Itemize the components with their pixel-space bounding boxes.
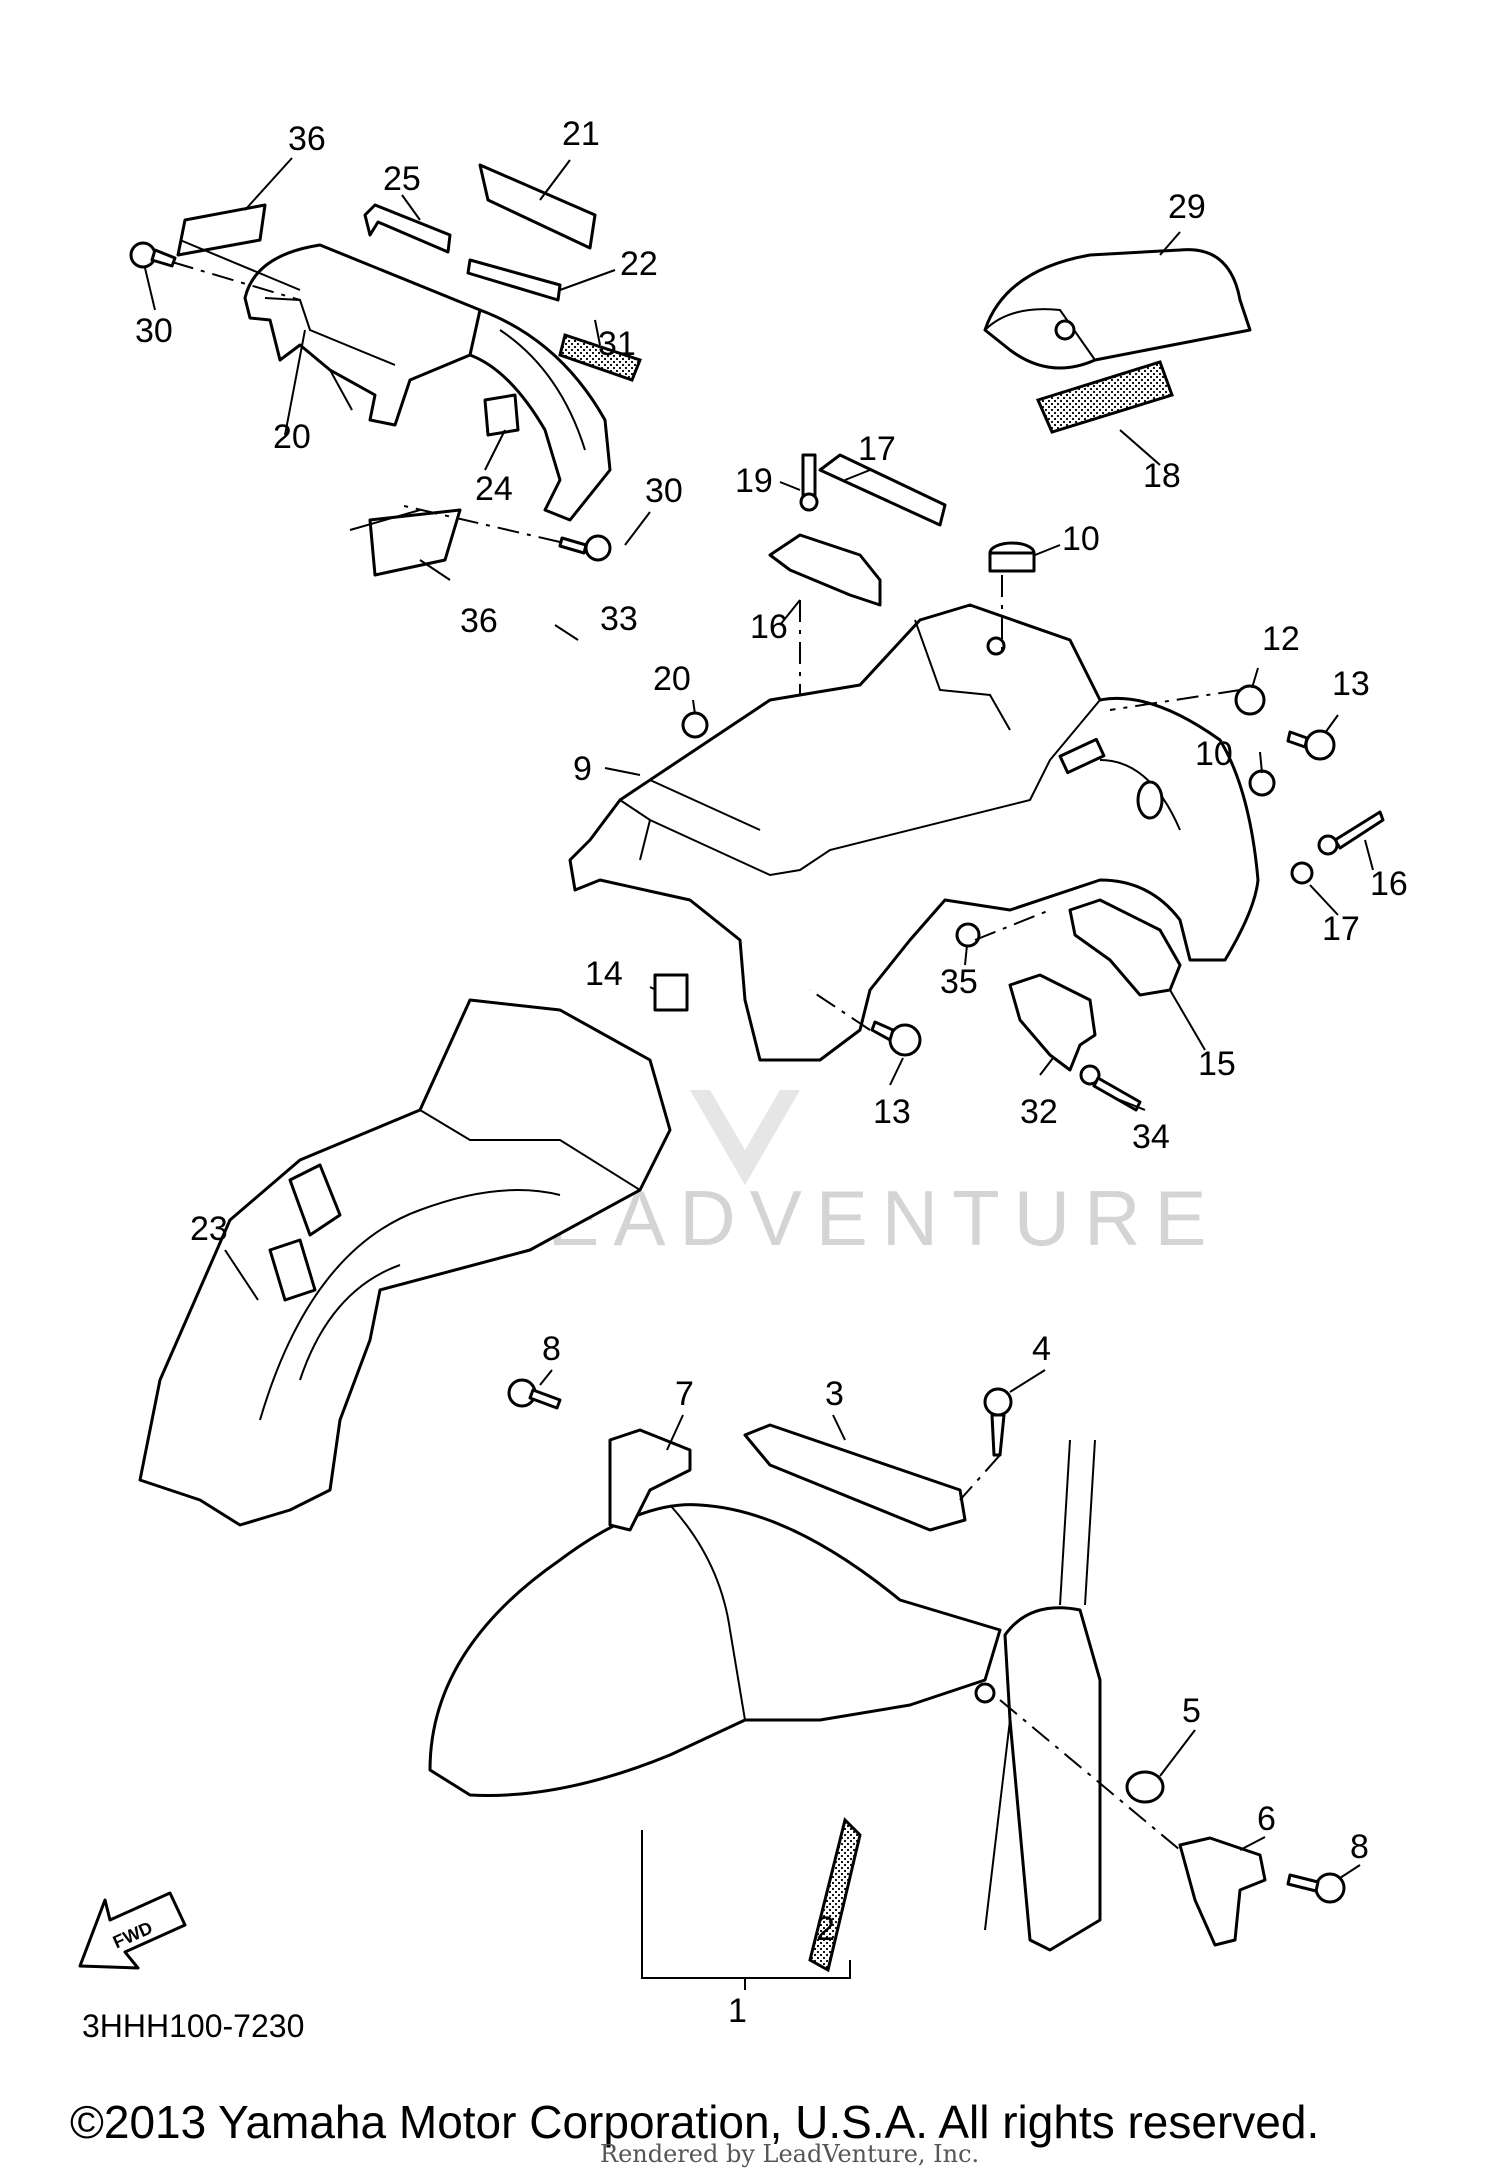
diagram-code: 3HHH100-7230 bbox=[82, 2008, 305, 2044]
label-32: 32 bbox=[1020, 1093, 1058, 1131]
reflector-2 bbox=[808, 1817, 862, 1973]
bolt-4 bbox=[983, 1387, 1013, 1457]
screw-19 bbox=[799, 453, 819, 512]
label-16: 16 bbox=[1370, 865, 1408, 903]
label-17: 17 bbox=[1322, 910, 1360, 948]
label-7: 7 bbox=[675, 1375, 694, 1413]
nut-14 bbox=[653, 973, 689, 1012]
grommet-11 bbox=[988, 541, 1036, 573]
label-26: 22 bbox=[620, 245, 658, 283]
label-36a: 36 bbox=[288, 120, 326, 158]
label-15: 15 bbox=[1198, 1045, 1236, 1083]
part-labels: 36 25 21 22 31 30 20 24 30 36 29 18 19 1… bbox=[135, 115, 1408, 2030]
label-20: 20 bbox=[653, 660, 691, 698]
bolt-8-left bbox=[507, 1378, 562, 1410]
label-35: 35 bbox=[940, 963, 978, 1001]
label-12: 12 bbox=[1262, 620, 1300, 658]
label-5: 5 bbox=[1182, 1692, 1201, 1730]
label-27: 25 bbox=[383, 160, 421, 198]
bolt-30-right bbox=[558, 534, 612, 562]
fwd-arrow-icon: FWD bbox=[78, 1891, 187, 1970]
bolt-8-right bbox=[1286, 1872, 1346, 1904]
label-30a: 30 bbox=[135, 312, 173, 350]
label-4: 4 bbox=[1032, 1330, 1051, 1368]
label-33: 33 bbox=[600, 600, 638, 638]
label-34: 34 bbox=[1132, 1118, 1170, 1156]
decal-36-top bbox=[176, 203, 267, 257]
bracket-7 bbox=[608, 1428, 692, 1532]
label-13b: 13 bbox=[873, 1093, 911, 1131]
label-13a: 13 bbox=[1332, 665, 1370, 703]
seat-29 bbox=[983, 248, 1252, 370]
mudflap-15 bbox=[1068, 898, 1182, 997]
rear-fender-9 bbox=[568, 603, 1260, 1062]
nut-20 bbox=[681, 711, 709, 739]
label-36b: 36 bbox=[460, 602, 498, 640]
screw-16 bbox=[1317, 810, 1385, 856]
label-22: 18 bbox=[1143, 457, 1181, 495]
label-14: 14 bbox=[585, 955, 623, 993]
seat-cowl bbox=[243, 243, 612, 522]
label-24: 20 bbox=[273, 418, 311, 456]
bolt-30-top bbox=[129, 241, 177, 269]
label-30b: 30 bbox=[645, 472, 683, 510]
label-28: 24 bbox=[475, 470, 513, 508]
decal-36-bottom bbox=[368, 508, 462, 577]
front-fender-1 bbox=[428, 1503, 1002, 1797]
pad-22 bbox=[1035, 360, 1174, 434]
label-10: 10 bbox=[1195, 735, 1233, 773]
strip-26 bbox=[466, 258, 562, 302]
label-18: 16 bbox=[750, 608, 788, 646]
label-2: 2 bbox=[816, 1910, 835, 1948]
label-29: 29 bbox=[1168, 188, 1206, 226]
copyright-text: ©2013 Yamaha Motor Corporation, U.S.A. A… bbox=[70, 2096, 1320, 2148]
label-19: 19 bbox=[735, 462, 773, 500]
bracket-6 bbox=[1178, 1836, 1267, 1947]
label-31: 31 bbox=[598, 325, 636, 363]
nut-12 bbox=[1234, 684, 1266, 716]
label-1: 1 bbox=[728, 1992, 747, 2030]
inner-fender-23 bbox=[138, 998, 672, 1527]
label-8a: 8 bbox=[542, 1330, 561, 1368]
bolt-13-right bbox=[1286, 729, 1336, 761]
label-8b: 8 bbox=[1350, 1828, 1369, 1866]
emblem-31 bbox=[558, 333, 642, 382]
label-9: 9 bbox=[573, 750, 592, 788]
rendered-by-text: Rendered by LeadVenture, Inc. bbox=[600, 2140, 980, 2168]
front-fork bbox=[984, 1439, 1102, 1952]
washer-17 bbox=[1290, 861, 1314, 885]
bracket-21 bbox=[818, 453, 947, 527]
bolt-13-bottom bbox=[870, 1020, 922, 1057]
bracket-32 bbox=[1008, 973, 1097, 1072]
cap-5 bbox=[1125, 1770, 1165, 1804]
tab-28 bbox=[483, 393, 520, 437]
screw-34 bbox=[1079, 1064, 1142, 1112]
nut-10 bbox=[1248, 769, 1276, 797]
bracket-18 bbox=[768, 533, 882, 607]
nut-35 bbox=[955, 922, 981, 948]
bracket-3 bbox=[743, 1423, 967, 1532]
decal-25 bbox=[478, 163, 597, 250]
label-3: 3 bbox=[825, 1375, 844, 1413]
label-21: 17 bbox=[858, 430, 896, 468]
label-11: 10 bbox=[1062, 520, 1100, 558]
label-6: 6 bbox=[1257, 1800, 1276, 1838]
label-23: 23 bbox=[190, 1210, 228, 1248]
handle-27 bbox=[363, 203, 452, 254]
label-25: 21 bbox=[562, 115, 600, 153]
